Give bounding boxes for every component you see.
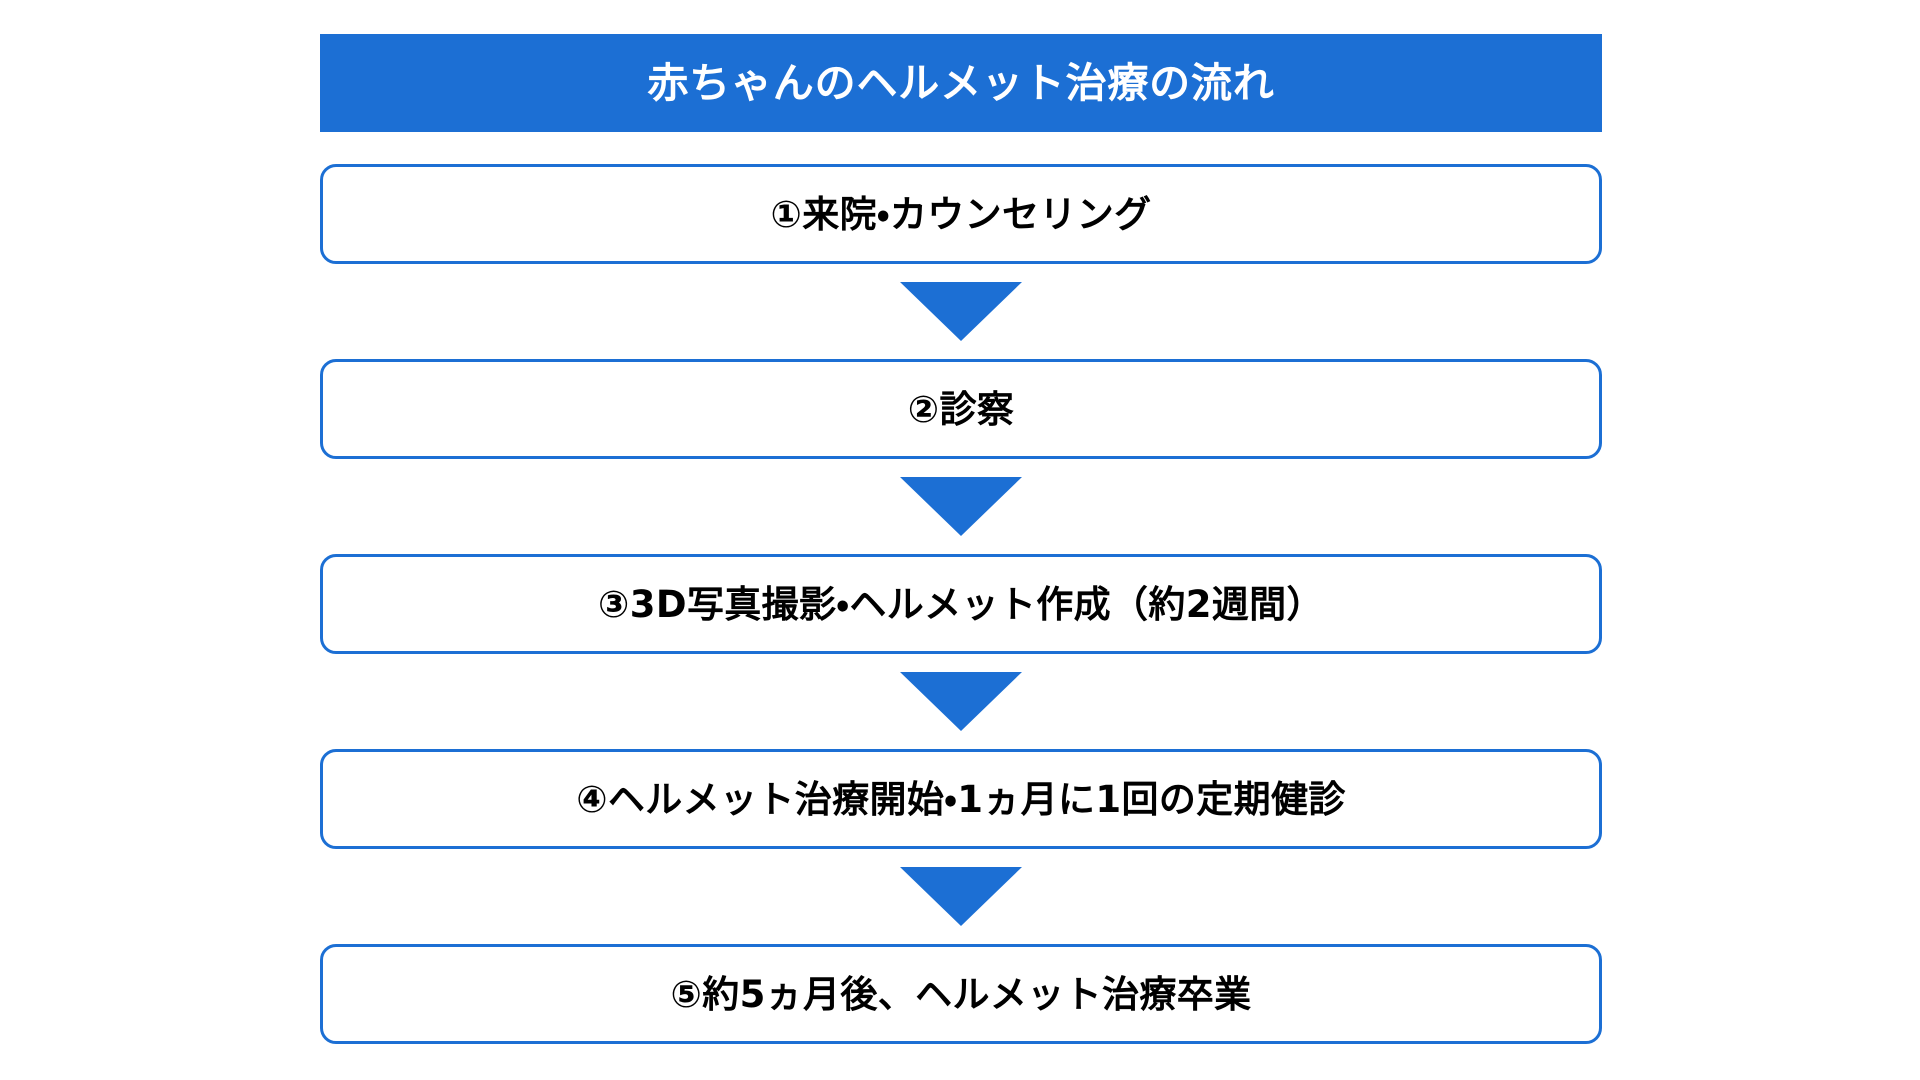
down-triangle-arrow-icon	[900, 672, 1022, 731]
flow-step-1-label: ①来院・カウンセリング	[770, 192, 1152, 236]
flow-step-5-label: ⑤約5ヵ月後、ヘルメット治療卒業	[670, 972, 1252, 1016]
helmet-treatment-flowchart: 赤ちゃんのヘルメット治療の流れ ①来院・カウンセリング ②診察 ③3D写真撮影・…	[320, 34, 1602, 1044]
flow-step-4-label: ④ヘルメット治療開始・1ヵ月に1回の定期健診	[576, 777, 1346, 821]
flow-step-2-label: ②診察	[907, 387, 1015, 431]
flow-connector-4-5	[320, 849, 1602, 944]
flow-step-2: ②診察	[320, 359, 1602, 459]
header-spacer	[320, 132, 1602, 164]
flow-step-1: ①来院・カウンセリング	[320, 164, 1602, 264]
down-triangle-arrow-icon	[900, 867, 1022, 926]
flowchart-title: 赤ちゃんのヘルメット治療の流れ	[647, 58, 1275, 107]
flow-step-3-label: ③3D写真撮影・ヘルメット作成（約2週間）	[598, 582, 1324, 626]
flowchart-header-banner: 赤ちゃんのヘルメット治療の流れ	[320, 34, 1602, 132]
flow-connector-1-2	[320, 264, 1602, 359]
down-triangle-arrow-icon	[900, 282, 1022, 341]
flow-connector-2-3	[320, 459, 1602, 554]
down-triangle-arrow-icon	[900, 477, 1022, 536]
flow-step-5: ⑤約5ヵ月後、ヘルメット治療卒業	[320, 944, 1602, 1044]
flow-connector-3-4	[320, 654, 1602, 749]
flow-step-4: ④ヘルメット治療開始・1ヵ月に1回の定期健診	[320, 749, 1602, 849]
flow-step-3: ③3D写真撮影・ヘルメット作成（約2週間）	[320, 554, 1602, 654]
